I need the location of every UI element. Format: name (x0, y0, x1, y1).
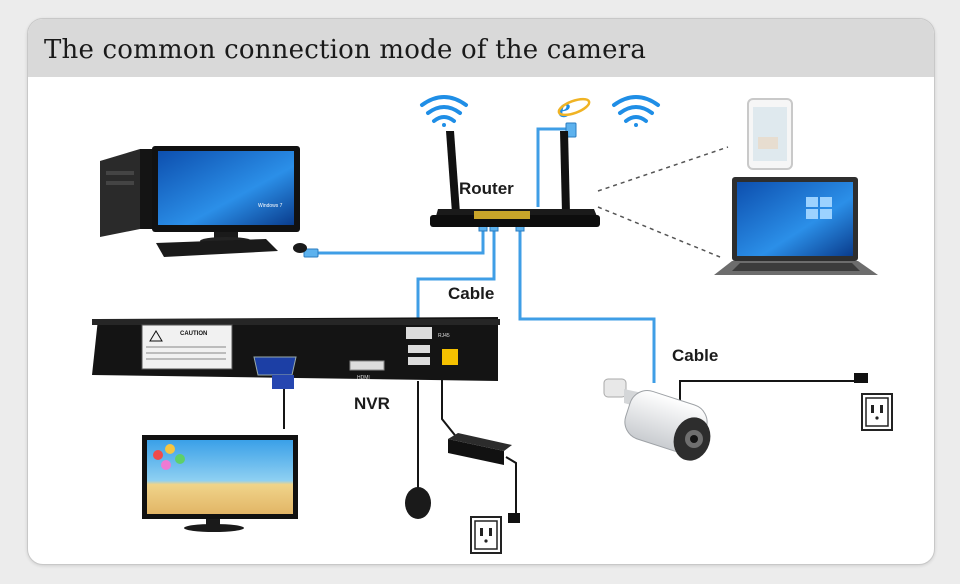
vga-port (253, 356, 297, 376)
power-outlet-icon (470, 513, 520, 554)
display-monitor (142, 435, 298, 532)
smartphone (747, 98, 793, 170)
router-camera-cable (518, 231, 656, 383)
diagram-card: The common connection mode of the camera (27, 18, 935, 565)
pc-router-cable (306, 231, 485, 255)
nvr-adapter-cord (441, 379, 459, 440)
pc-mouse (293, 243, 307, 253)
lan-port (406, 327, 432, 339)
router-nvr-cable (416, 231, 496, 325)
adapter-wall-cord (505, 456, 517, 520)
network-cables (306, 127, 656, 383)
bullet-camera (603, 378, 711, 461)
wifi-icon (612, 95, 660, 127)
camera-power-cord (679, 380, 858, 417)
usb-port-2 (408, 357, 430, 365)
title-bar: The common connection mode of the camera (28, 19, 934, 77)
power-outlet-icon (854, 373, 893, 431)
connection-diagram: Windows 7 Router (92, 93, 893, 554)
router-label: Router (459, 179, 514, 198)
laptop (714, 177, 878, 275)
cable-label-top: Cable (448, 284, 494, 303)
hdmi-label: HDMI (357, 375, 370, 381)
rj45-plug-antenna (565, 122, 577, 138)
pc-keyboard (156, 239, 278, 257)
ie-icon: e (557, 93, 591, 124)
desktop-computer: Windows 7 (100, 146, 307, 257)
wireless-links (597, 146, 729, 258)
usb-port-1 (408, 345, 430, 353)
pc-monitor: Windows 7 (152, 146, 300, 245)
nvr-recorder: CAUTION HDMI RJ45 NVR (92, 317, 500, 413)
windows-label: Windows 7 (258, 203, 283, 209)
nvr-label: NVR (354, 394, 390, 413)
power-adapter (448, 433, 512, 465)
rj45-plug-pc (303, 248, 319, 258)
wifi-icon (420, 95, 468, 127)
router-antenna-cable (536, 127, 568, 207)
diagram-title: The common connection mode of the camera (44, 35, 647, 65)
router: Router (430, 131, 600, 227)
hdmi-port (349, 360, 385, 371)
caution-label: CAUTION (180, 331, 207, 337)
cable-label-right: Cable (672, 346, 718, 365)
svg-text:e: e (558, 93, 570, 124)
rj45-label: RJ45 (438, 333, 450, 339)
nvr-mouse (405, 487, 431, 519)
power-jack (442, 349, 458, 365)
